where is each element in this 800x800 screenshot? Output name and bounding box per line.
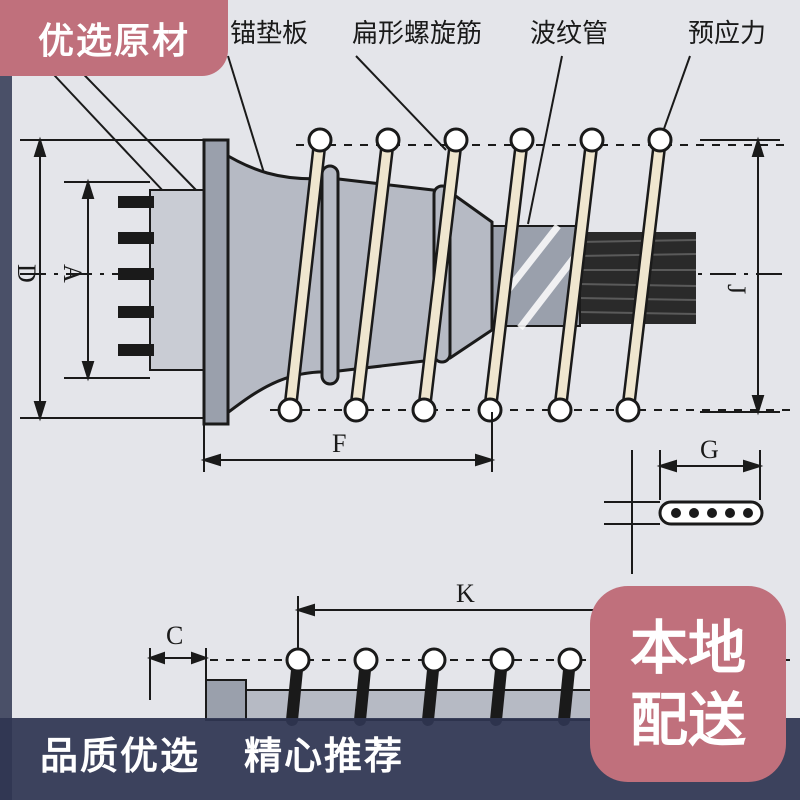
left-frame-strip (0, 0, 12, 800)
slogan-right: 精心推荐 (244, 733, 405, 778)
badge-line2: 配送 (629, 686, 746, 754)
badge-line1: 本地 (629, 614, 746, 682)
top-tag-quality-material: 优选原材 (0, 0, 228, 76)
label-corrugated-pipe: 波纹管 (530, 19, 608, 49)
slogan-left: 品质优选 (40, 733, 201, 778)
label-anchor-plate: 锚垫板 (230, 19, 308, 49)
dim-label-f: F (332, 429, 346, 458)
label-spiral-rebar: 扁形螺旋筋 (352, 19, 482, 49)
label-prestress: 预应力 (688, 19, 766, 49)
anchor-plate (202, 138, 230, 426)
local-delivery-badge: 本地 配送 (590, 586, 786, 782)
spiral-rebar (277, 127, 673, 423)
dim-label-a: A (58, 264, 87, 283)
dimension-lines (20, 136, 780, 700)
dim-label-d: D (12, 264, 41, 283)
trumpet-body (216, 147, 494, 424)
dim-label-g: G (700, 435, 719, 464)
flat-spiral-section (658, 500, 764, 526)
dim-label-c: C (166, 621, 183, 650)
dim-label-k: K (456, 579, 475, 608)
slogan: 品质优选 精心推荐 (40, 722, 404, 782)
dim-label-j: J (722, 284, 751, 294)
anchor-block (118, 189, 207, 371)
